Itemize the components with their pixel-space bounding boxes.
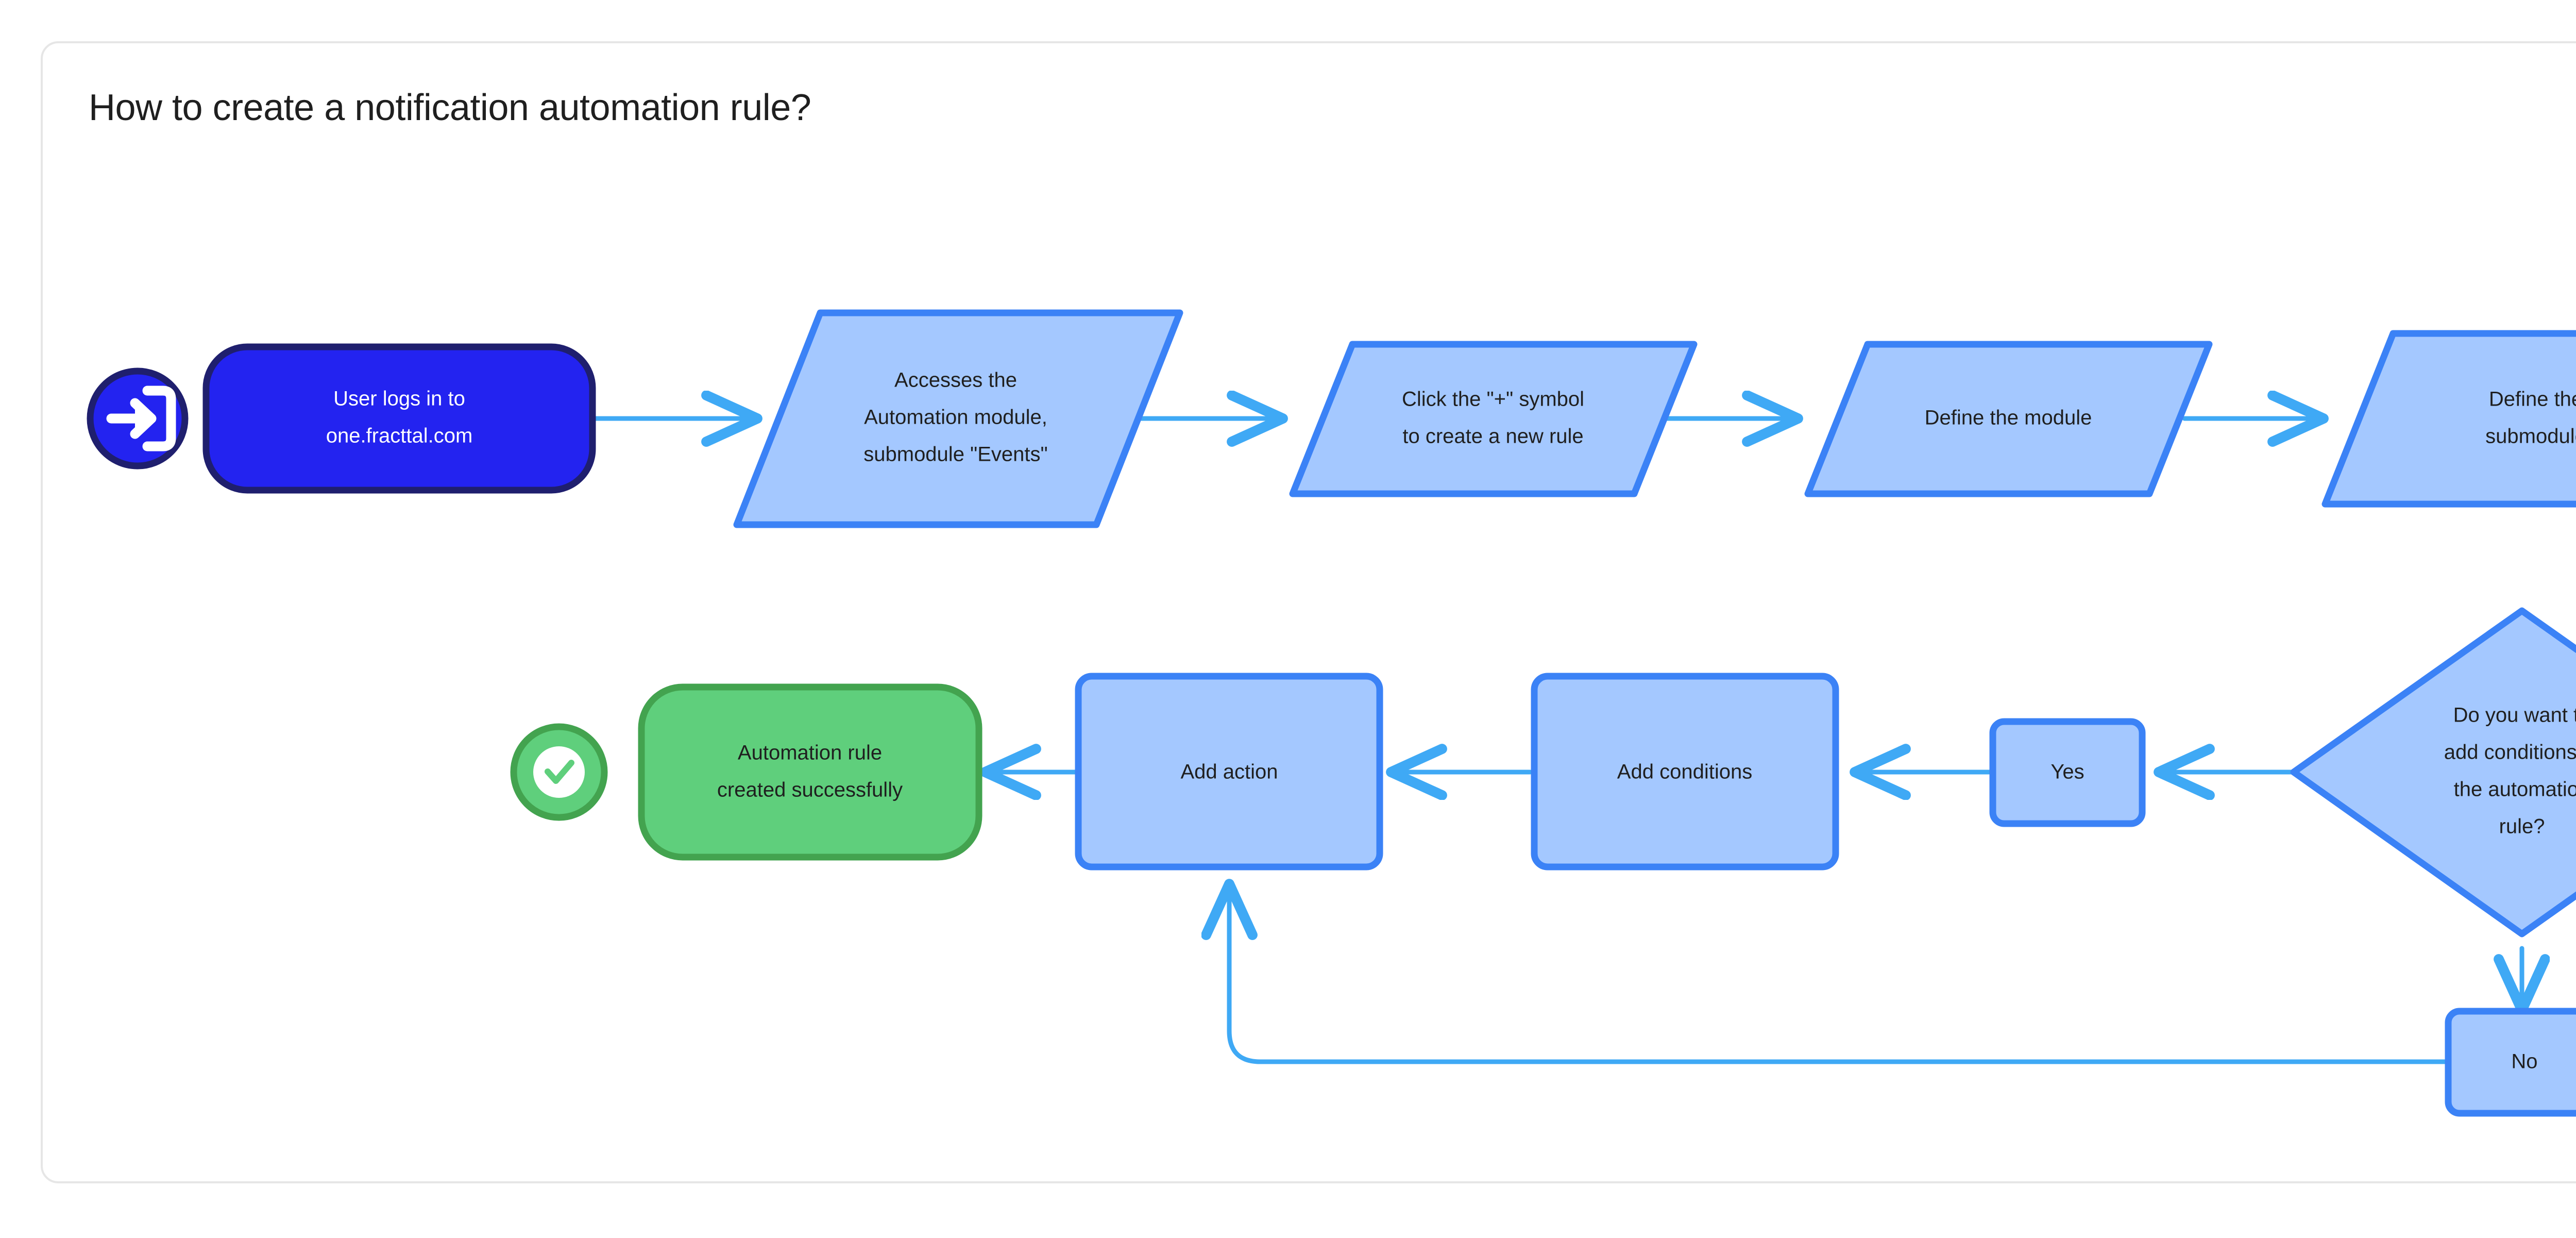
node-decision-line4: rule? (2499, 815, 2545, 838)
node-yes-shape (1989, 718, 2146, 827)
node-add-conditions[interactable]: Add conditions (1531, 673, 1839, 871)
node-start-line2: one.fracttal.com (326, 425, 473, 447)
check-circle-icon (533, 746, 585, 798)
node-define-module-line1: Define the module (1925, 407, 2092, 429)
node-define-submodule[interactable]: Define the submodule (2321, 330, 2576, 508)
node-click-plus-shape (1289, 341, 1698, 497)
node-yes-line1: Yes (2050, 761, 2084, 783)
node-access-automation-shape (733, 309, 1183, 528)
node-access-automation-line1: Accesses the (894, 369, 1017, 392)
node-decision-shape (2290, 607, 2576, 938)
start-badge (87, 367, 189, 470)
node-start[interactable]: User logs in to one.fracttal.com (202, 343, 596, 494)
node-success-line2: created successfully (717, 779, 903, 801)
node-no[interactable]: No (2445, 1008, 2576, 1117)
node-start-shape (202, 343, 596, 494)
node-click-plus[interactable]: Click the "+" symbol to create a new rul… (1289, 341, 1698, 497)
node-success[interactable]: Automation rule created successfully (638, 683, 982, 861)
node-access-automation[interactable]: Accesses the Automation module, submodul… (733, 309, 1183, 528)
node-decision[interactable]: Do you want to add conditions to the aut… (2290, 607, 2576, 938)
node-start-line1: User logs in to (333, 388, 465, 410)
node-add-action[interactable]: Add action (1075, 673, 1383, 871)
node-access-automation-line2: Automation module, (864, 406, 1047, 429)
edge-no-to-addaction-loop (1229, 884, 2451, 1064)
node-define-submodule-line1: Define the (2489, 388, 2576, 411)
node-no-line1: No (2511, 1050, 2537, 1073)
end-badge (510, 723, 608, 821)
node-add-action-shape (1075, 673, 1383, 871)
node-decision-line3: the automation (2454, 778, 2576, 801)
node-yes[interactable]: Yes (1989, 718, 2146, 827)
connectors (590, 419, 2576, 1064)
node-add-conditions-shape (1531, 673, 1839, 871)
node-add-conditions-line1: Add conditions (1617, 761, 1752, 783)
node-decision-line1: Do you want to (2453, 704, 2576, 727)
page-title: How to create a notification automation … (89, 87, 811, 128)
node-define-submodule-shape (2321, 330, 2576, 508)
node-define-submodule-line2: submodule (2485, 425, 2576, 448)
node-access-automation-line3: submodule "Events" (863, 443, 1047, 466)
node-decision-line2: add conditions to (2444, 741, 2576, 764)
node-define-module[interactable]: Define the module (1804, 341, 2213, 497)
node-success-line1: Automation rule (738, 742, 882, 764)
node-define-module-shape (1804, 341, 2213, 497)
node-click-plus-line2: to create a new rule (1402, 425, 1583, 448)
diagram-card (41, 41, 2576, 1183)
node-click-plus-line1: Click the "+" symbol (1402, 388, 1584, 411)
node-success-shape (638, 683, 982, 861)
login-icon (106, 386, 176, 451)
node-no-shape (2445, 1008, 2576, 1117)
node-add-action-line1: Add action (1180, 761, 1278, 783)
